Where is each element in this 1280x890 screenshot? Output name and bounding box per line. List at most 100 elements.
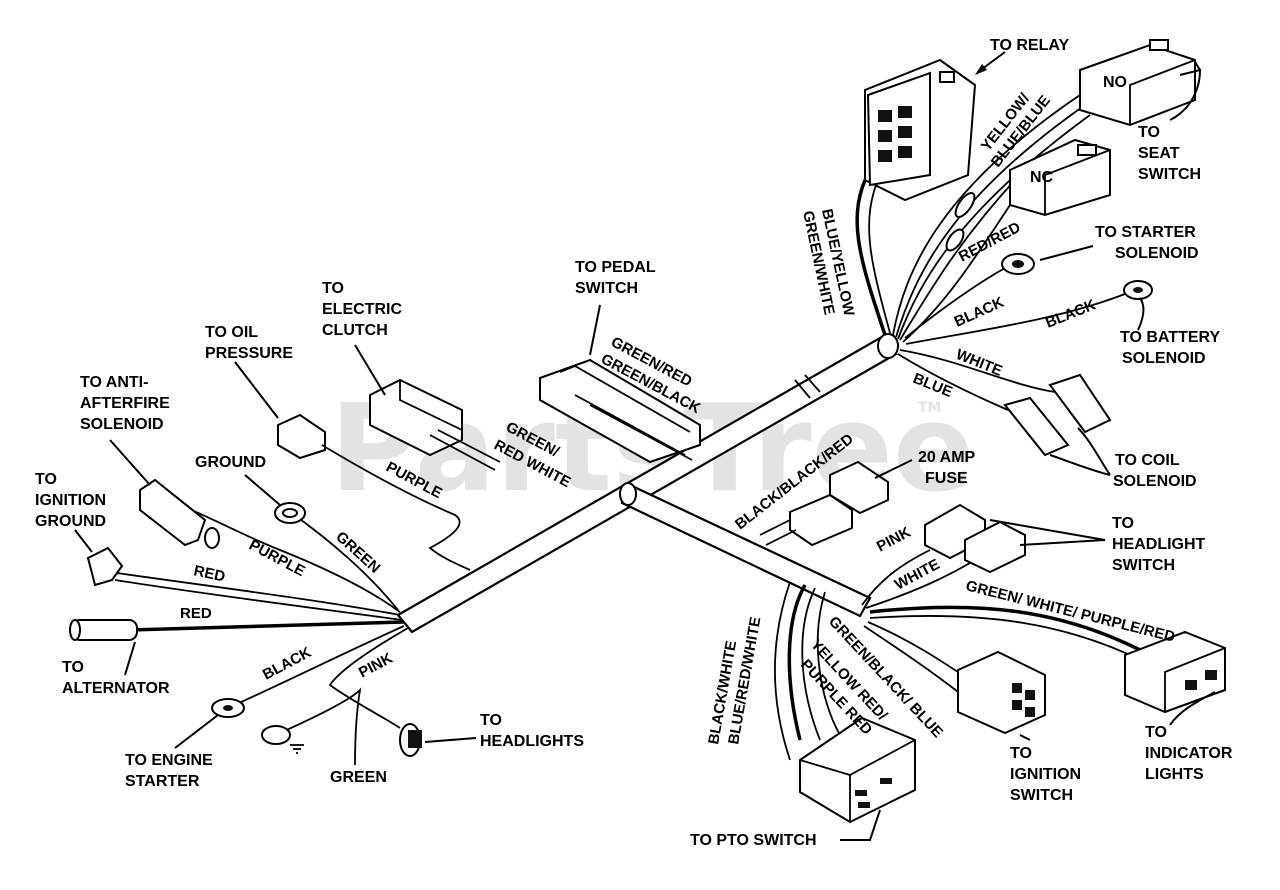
pedal-switch-connector: [539, 358, 701, 464]
label-ignition-switch-3: SWITCH: [1010, 787, 1073, 804]
nc-connector-edge: [1044, 149, 1111, 215]
ignition-pin-4: [1025, 707, 1035, 717]
ignition-ground-body: [86, 546, 124, 587]
arrow-anti-afterfire: [109, 439, 151, 486]
label-battery-solenoid-1: TO BATTERY: [1120, 329, 1220, 346]
arrow-engine-starter: [174, 714, 219, 749]
seat-switch-nc-connector: NC: [1009, 138, 1111, 217]
arrow-pto-switch: [840, 809, 881, 841]
label-electric-clutch-1: TO: [322, 280, 344, 297]
relay-pin-6: [898, 146, 912, 158]
relay-pin-2: [898, 106, 912, 118]
label-battery-solenoid-2: SOLENOID: [1122, 350, 1206, 367]
white-switch-wire: [865, 559, 976, 609]
indicator-lights-connector: [1124, 630, 1226, 714]
headlight-switch-connectors: [924, 503, 1026, 574]
label-indicator-3: LIGHTS: [1145, 766, 1204, 783]
label-ignition-ground-1: TO: [35, 471, 57, 488]
ignition-ground-connector: [86, 546, 124, 587]
nc-label: NC: [1030, 169, 1054, 186]
fuse-wire-2: [765, 529, 797, 546]
relay-pin-1: [878, 110, 892, 122]
relay-pin-5: [878, 150, 892, 162]
no-connector-tab: [1149, 39, 1169, 51]
fuse-body-2: [789, 493, 853, 547]
label-fuse-1: 20 AMP: [918, 449, 976, 466]
white-coil-wire: [899, 349, 1056, 393]
wire-white-right: WHITE: [954, 346, 1005, 380]
label-engine-starter-1: TO ENGINE: [125, 752, 213, 769]
pto-pin-1: [855, 790, 867, 796]
label-ignition-switch-1: TO: [1010, 745, 1032, 762]
ground-ring-bottom: [261, 725, 291, 745]
coil-solenoid-connectors: [1003, 373, 1112, 457]
arrow-ignition-ground: [74, 529, 93, 553]
headlight-plug-pins: [408, 730, 422, 748]
arrow-alternator: [124, 641, 136, 676]
black-starter-wire: [227, 625, 405, 709]
label-fuse-2: FUSE: [925, 470, 968, 487]
red-wire-1b: [114, 579, 403, 621]
nc-connector-tab: [1077, 144, 1097, 156]
ignition-body: [957, 650, 1046, 735]
headlight-plug: [399, 723, 422, 757]
arrow-fuse: [874, 459, 913, 479]
pedal-connector-ridge: [559, 365, 691, 433]
wire-green-mid: GREEN: [332, 528, 383, 576]
upper-right-wires: [855, 94, 1131, 411]
electric-clutch-connector: [369, 378, 501, 471]
arrow-ignition-switch: [1019, 734, 1031, 741]
relay-latch: [939, 71, 955, 83]
wire-black-1: BLACK: [952, 294, 1007, 331]
trunk-end-right: [877, 333, 899, 359]
label-electric-clutch-3: CLUTCH: [322, 322, 388, 339]
indicator-wire-2: [869, 615, 1146, 663]
pedal-connector-line-2: [589, 404, 693, 461]
relay-wire-bundle: [855, 169, 887, 336]
label-seat-switch-1: TO: [1138, 124, 1160, 141]
indicator-bundle: [869, 605, 1141, 652]
pto-pin-2: [880, 778, 892, 784]
arrow-starter-solenoid: [1039, 245, 1094, 261]
label-anti-afterfire-3: SOLENOID: [80, 416, 164, 433]
branch-trunk-end: [619, 482, 637, 506]
ground-green-wire: [289, 511, 399, 611]
arrow-battery-solenoid: [1137, 297, 1145, 331]
pink-switch-wire: [861, 549, 931, 606]
alternator-boot: [71, 619, 138, 641]
left-wires: [109, 494, 409, 766]
ground-terminal-bottom: [261, 725, 304, 754]
wire-green-white-purple-red: GREEN/ WHITE/ PURPLE/RED: [964, 577, 1177, 646]
arrow-indicator-lights: [1169, 691, 1216, 726]
clutch-connector-edge: [399, 380, 463, 431]
alternator-boot-end: [69, 619, 81, 641]
label-starter-solenoid-1: TO STARTER: [1095, 224, 1196, 241]
label-headlight-switch-1: TO: [1112, 515, 1134, 532]
nc-switch-wire: [899, 179, 1016, 341]
ground-ring-hole: [282, 508, 298, 518]
arrow-pedal-switch: [589, 304, 601, 356]
engine-starter-terminal: [211, 698, 245, 718]
wire-pink-right: PINK: [874, 524, 914, 556]
label-headlights-2: HEADLIGHTS: [480, 733, 584, 750]
coil-connector-2: [1003, 396, 1070, 457]
ignition-pin-2: [1025, 690, 1035, 700]
label-headlight-switch-2: HEADLIGHT: [1112, 536, 1206, 553]
purple-oil-wire: [321, 444, 471, 571]
wire-black-2: BLACK: [1043, 296, 1098, 331]
pto-bundle-1: [787, 584, 807, 741]
arrowhead-relay: [975, 64, 987, 75]
ground-ring-terminal: [274, 502, 306, 524]
arrow-ground: [244, 474, 281, 506]
starter-solenoid-terminal: [1001, 253, 1035, 275]
relay-pin-4: [898, 126, 912, 138]
afterfire-boot: [204, 527, 220, 549]
watermark-tm: TM: [918, 400, 941, 416]
label-to-relay: TO RELAY: [990, 37, 1069, 54]
label-ground: GROUND: [195, 454, 266, 471]
wire-red-1: RED: [192, 562, 227, 585]
label-coil-solenoid-2: SOLENOID: [1113, 473, 1197, 490]
label-headlights-1: TO: [480, 712, 502, 729]
label-electric-clutch-2: ELECTRIC: [322, 301, 402, 318]
ignition-pin-3: [1012, 700, 1022, 710]
